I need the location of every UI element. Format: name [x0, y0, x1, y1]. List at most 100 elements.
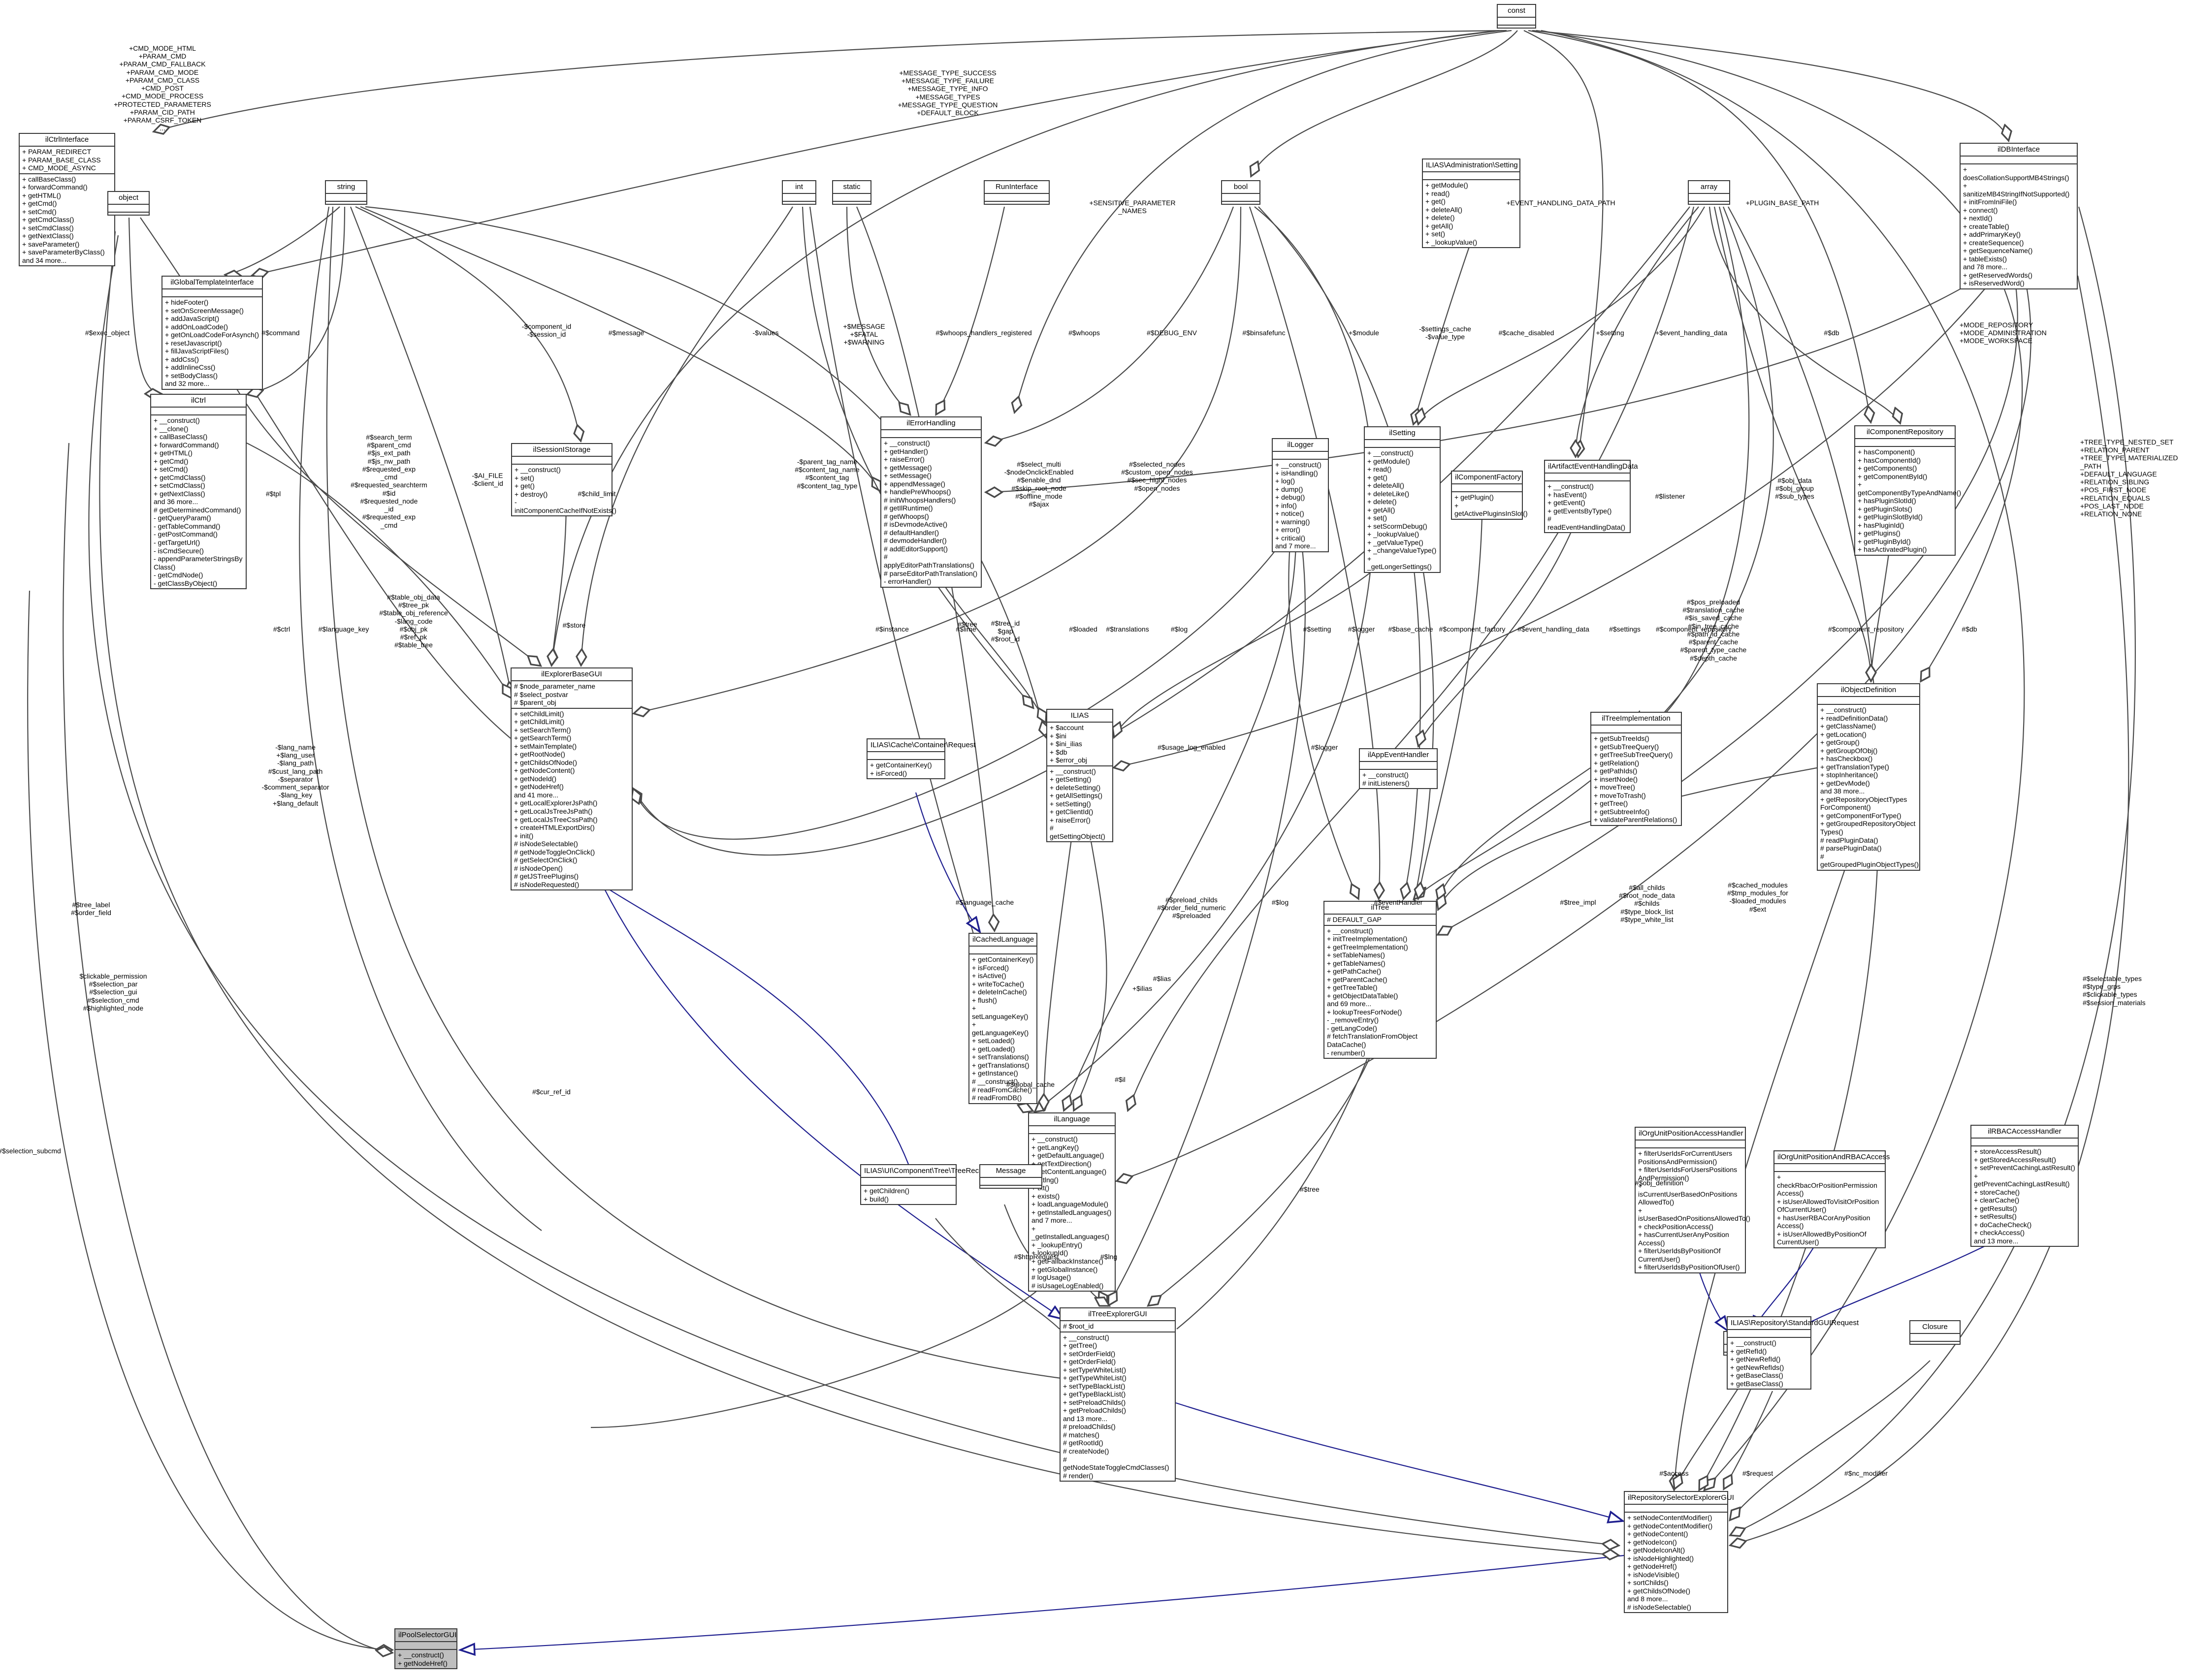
uml-class-ilAppEventHandler[interactable]: ilAppEventHandler+ __construct()# initLi…: [1359, 748, 1438, 790]
operation-row: + getComponentByTypeAndName(): [1858, 480, 1962, 497]
class-attributes: [861, 1178, 956, 1186]
uml-class-ilLanguage[interactable]: ilLanguage+ __construct()+ getLangKey()+…: [1028, 1112, 1116, 1292]
class-operations: + hasComponent()+ hasComponentId()+ getC…: [1855, 447, 1962, 555]
operation-row: + loadLanguageModule(): [1031, 1200, 1109, 1208]
operation-row: AndPermission(): [1638, 1173, 1689, 1182]
class-operations: + __construct()+ getModule()+ read()+ ge…: [1365, 448, 1440, 572]
class-title: RunInterface: [985, 181, 1049, 194]
class-attributes: [1855, 439, 1955, 447]
edge-label-l-il: #$il: [1115, 1076, 1126, 1083]
edge-label-l-mode-repository: +MODE_REPOSITORY +MODE_ADMINISTRATION +M…: [1960, 321, 2047, 345]
uml-class-ilObjectDefinition[interactable]: ilObjectDefinition+ __construct()+ readD…: [1817, 683, 1920, 871]
operation-row: # addEditorSupport(): [884, 544, 948, 553]
operation-row: # readFromDB(): [972, 1094, 1022, 1102]
operation-row: + getDefaultLanguage(): [1031, 1151, 1104, 1160]
operation-row: - getLangCode(): [1327, 1024, 1377, 1032]
uml-class-ilArtifactEventHandlingData[interactable]: ilArtifactEventHandlingData+ __construct…: [1544, 460, 1638, 534]
operation-row: + getPluginSlots(): [1858, 505, 1912, 513]
class-attributes: [1591, 726, 1681, 734]
operation-row: + __construct(): [1362, 771, 1409, 779]
uml-class-ILIASRepositoryStandardGUIRequest[interactable]: ILIAS\Repository\StandardGUIRequest+ __c…: [1727, 1316, 1859, 1390]
uml-class-ilCtrlInterface[interactable]: ilCtrlInterface+ PARAM_REDIRECT+ PARAM_B…: [19, 133, 115, 267]
uml-class-ILIASAdministrationSetting[interactable]: ILIAS\Administration\Setting+ getModule(…: [1422, 158, 1520, 249]
class-attributes: [1029, 1126, 1115, 1135]
class-attributes: [1689, 194, 1729, 202]
operation-row: + getHTML(): [22, 191, 61, 199]
uml-class-ilTreeExplorerGUI[interactable]: ilTreeExplorerGUI# $root_id+ __construct…: [1060, 1307, 1176, 1482]
uml-class-ilDBInterface[interactable]: ilDBInterface+ doesCollationSupportMB4St…: [1960, 143, 2078, 289]
uml-class-ilOrgUnitPositionAccessHandler[interactable]: ilOrgUnitPositionAccessHandler+ filterUs…: [1635, 1127, 1750, 1273]
class-operations: + __construct()+ isHandling()+ log()+ du…: [1273, 460, 1328, 551]
uml-class-ilSetting[interactable]: ilSetting+ __construct()+ getModule()+ r…: [1364, 426, 1441, 573]
uml-class-ilTreeImplementation[interactable]: ilTreeImplementation+ getSubTreeIds()+ g…: [1590, 712, 1682, 826]
edge-label-l-listener: #$listener: [1655, 492, 1685, 500]
edge-label-l-search-term: #$search_term #$parent_cmd #$js_ext_path…: [351, 433, 427, 529]
edge-label-l-tree-label: #$tree: [958, 620, 977, 628]
operation-row: + saveParameter(): [22, 240, 80, 248]
uml-class-ilExplorerBaseGUI[interactable]: ilExplorerBaseGUI# $node_parameter_name#…: [511, 667, 633, 891]
attribute-row: + PARAM_REDIRECT: [22, 148, 92, 156]
class-operations: [783, 202, 815, 204]
operation-row: + getDevMode(): [1820, 779, 1870, 787]
uml-class-object[interactable]: object: [107, 191, 150, 216]
operation-row: # isDevmodeActive(): [884, 520, 948, 529]
uml-class-Closure[interactable]: Closure: [1909, 1320, 1961, 1345]
operation-row: # isNodeRequested(): [514, 880, 580, 888]
edge-label-l-db2: #$db: [1962, 625, 1977, 633]
uml-class-ilComponentRepository[interactable]: ilComponentRepository+ hasComponent()+ h…: [1854, 425, 1962, 556]
uml-class-ilComponentFactory[interactable]: ilComponentFactory+ getPlugin()+ getActi…: [1451, 471, 1528, 520]
uml-class-const[interactable]: const: [1497, 4, 1536, 29]
operation-row: # parsePluginData(): [1820, 844, 1882, 853]
operation-row: + getGroup(): [1820, 738, 1860, 747]
uml-class-ilOrgUnitPositionAndRBACAccess[interactable]: ilOrgUnitPositionAndRBACAccess+ checkRba…: [1773, 1150, 1890, 1248]
operation-row: + dump(): [1275, 485, 1303, 493]
operation-row: and 7 more...: [1275, 542, 1316, 550]
uml-class-ILIASUIComponentTreeTreeRecursion[interactable]: ILIAS\UI\Component\Tree\TreeRecursion+ g…: [860, 1164, 999, 1205]
attribute-row: + $db: [1050, 748, 1067, 756]
operation-row: + txtlng(): [1031, 1175, 1059, 1184]
uml-class-ilLogger[interactable]: ilLogger+ __construct()+ isHandling()+ l…: [1272, 438, 1329, 552]
operation-row: ForComponent(): [1820, 803, 1871, 812]
uml-class-int[interactable]: int: [782, 180, 816, 205]
uml-class-Message[interactable]: Message: [979, 1164, 1042, 1189]
uml-class-ilErrorHandling[interactable]: ilErrorHandling+ __construct()+ getHandl…: [880, 416, 982, 588]
uml-class-ilCachedLanguage[interactable]: ilCachedLanguage+ getContainerKey()+ isF…: [968, 933, 1037, 1104]
class-operations: [108, 213, 149, 215]
uml-class-ilSessionIStorage[interactable]: ilSessionIStorage+ __construct()+ set()+…: [511, 443, 616, 517]
operation-row: DataCache(): [1327, 1040, 1366, 1048]
class-title: ilOrgUnitPositionAccessHandler: [1636, 1128, 1745, 1141]
uml-class-RunInterface[interactable]: RunInterface: [984, 180, 1050, 205]
operation-row: + getParentCache(): [1327, 975, 1387, 983]
operation-row: + getRootNode(): [514, 750, 565, 759]
uml-class-string[interactable]: string: [325, 180, 367, 205]
uml-class-array[interactable]: array: [1688, 180, 1730, 205]
edge-label-l-select-multi: #$select_multi -$nodeOnclickEnabled #$en…: [1004, 460, 1074, 508]
operation-row: + init(): [514, 831, 534, 840]
operation-row: + doCacheCheck(): [1974, 1220, 2032, 1229]
operation-row: + set(): [1425, 230, 1446, 238]
uml-class-static[interactable]: static: [832, 180, 871, 205]
class-title: const: [1498, 5, 1535, 18]
class-title: ilTree: [1324, 902, 1436, 915]
operation-row: + addJavaScript(): [165, 315, 220, 323]
operation-row: + getTableNames(): [1327, 959, 1385, 967]
uml-class-ilCtrl[interactable]: ilCtrl+ __construct()+ __clone()+ callBa…: [150, 394, 247, 590]
edge-label-l-log: #$log: [1170, 625, 1188, 633]
operation-row: + getContainerKey(): [870, 761, 932, 769]
uml-class-ilGlobalTemplateInterface[interactable]: ilGlobalTemplateInterface+ hideFooter()+…: [161, 276, 263, 390]
uml-class-ilTree[interactable]: ilTree# DEFAULT_GAP+ __construct()+ init…: [1323, 901, 1437, 1059]
uml-class-bool[interactable]: bool: [1221, 180, 1260, 205]
uml-class-ILIAS[interactable]: ILIAS+ $account+ $ini+ $ini_ilias+ $db+ …: [1046, 709, 1113, 843]
uml-class-ILIASCacheContainerRequest[interactable]: ILIAS\Cache\Container\Request+ getContai…: [867, 738, 975, 780]
operation-row: Types(): [1820, 827, 1843, 836]
uml-class-ilPoolSelectorGUI[interactable]: ilPoolSelectorGUI+ __construct()+ getNod…: [394, 1628, 457, 1670]
edge-label-l-nc-modifier: #$nc_modifier: [1844, 1469, 1888, 1477]
operation-row: and 7 more...: [1031, 1216, 1072, 1225]
uml-class-ilRepositorySelectorExplorerGUI[interactable]: ilRepositorySelectorExplorerGUI+ setNode…: [1624, 1491, 1734, 1614]
edge-label-l-component-repository: #$component_repository: [1655, 625, 1732, 633]
operation-row: + setSearchTerm(): [514, 726, 571, 734]
uml-class-ilRBACAccessHandler[interactable]: ilRBACAccessHandler+ storeAccessResult()…: [1970, 1125, 2079, 1247]
edge-label-l-component-repository2: #$component_repository: [1828, 625, 1904, 633]
class-title: ilComponentFactory: [1452, 472, 1522, 485]
operation-row: + getNextClass(): [22, 232, 74, 240]
